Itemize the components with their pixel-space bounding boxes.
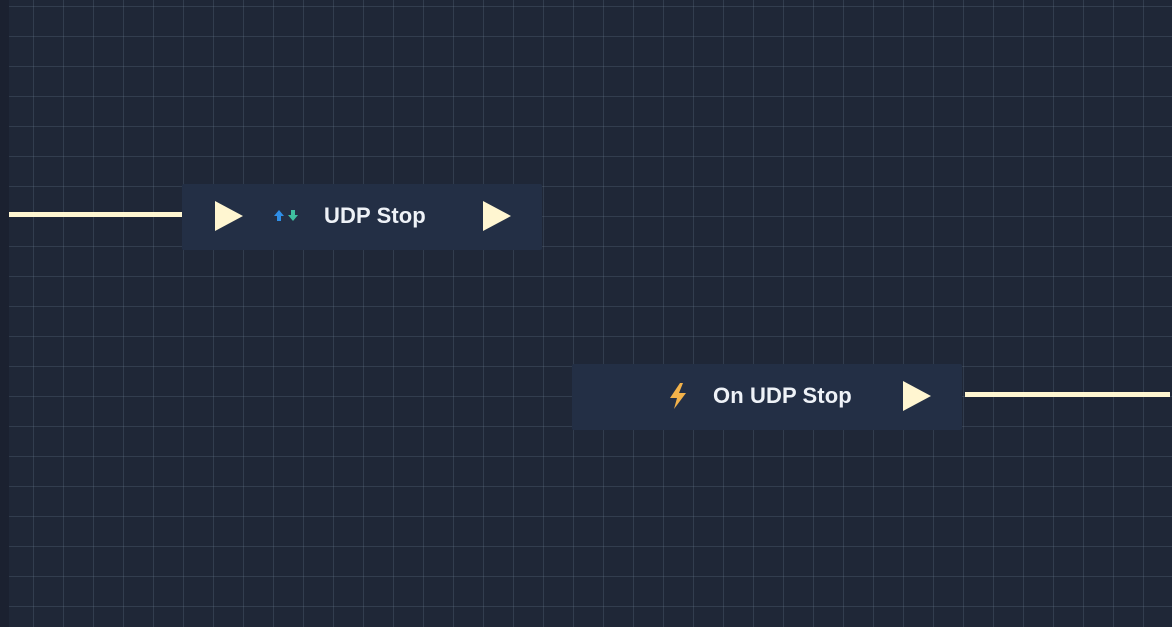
- exec-wire-in[interactable]: [9, 212, 182, 217]
- canvas-left-border: [0, 0, 9, 627]
- node-title: On UDP Stop: [713, 383, 852, 408]
- exec-output-pin[interactable]: [483, 201, 511, 231]
- exec-input-pin[interactable]: [215, 201, 243, 231]
- exec-output-pin[interactable]: [903, 381, 931, 411]
- udp-up-down-arrows-icon: [274, 210, 298, 221]
- udp-stop-node[interactable]: UDP Stop: [182, 184, 542, 250]
- lightning-bolt-icon: [670, 383, 686, 409]
- exec-wire-out[interactable]: [965, 392, 1170, 397]
- on-udp-stop-node[interactable]: On UDP Stop: [572, 364, 962, 430]
- node-title: UDP Stop: [324, 203, 426, 228]
